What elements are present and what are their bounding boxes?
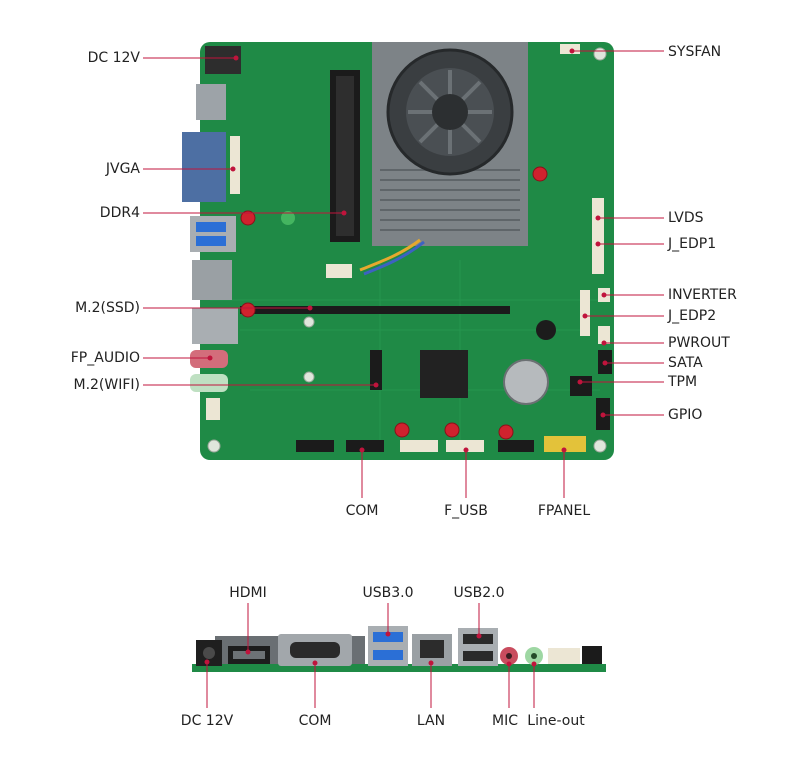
fusb-header-2 <box>446 440 484 452</box>
board-io-view <box>192 626 606 672</box>
label-tpm: TPM <box>667 374 697 390</box>
vga-header <box>230 136 240 194</box>
label-fp-audio: FP_AUDIO <box>71 350 140 366</box>
usb2-port <box>192 308 238 344</box>
io-pcb-edge <box>192 664 606 672</box>
sysfan-header <box>560 44 580 54</box>
lvds-header <box>592 198 604 274</box>
label-io-lan: LAN <box>417 713 445 729</box>
usb3-port <box>190 216 236 252</box>
label-sysfan: SYSFAN <box>668 44 721 60</box>
audio-jack-out <box>190 374 228 392</box>
board-top-view <box>182 42 614 460</box>
label-pwrout: PWROUT <box>668 335 730 351</box>
label-gpio: GPIO <box>668 407 702 423</box>
label-io-mic: MIC <box>492 713 518 729</box>
label-usb30: USB3.0 <box>362 585 413 601</box>
right-callouts: SYSFAN LVDS J_EDP1 INVERTER J_EDP2 PWROU… <box>569 44 737 423</box>
label-j-edp1: J_EDP1 <box>667 236 716 252</box>
label-fpanel: FPANEL <box>538 503 590 519</box>
small-header-left <box>206 398 220 420</box>
fpanel-header <box>544 436 586 452</box>
io-bottom-callouts: DC 12V COM LAN MIC Line-out <box>181 659 585 729</box>
label-dc12v: DC 12V <box>88 50 141 66</box>
label-com-header: COM <box>346 503 379 519</box>
label-ddr4: DDR4 <box>100 205 140 221</box>
label-inverter: INVERTER <box>668 287 737 303</box>
label-j-edp2: J_EDP2 <box>667 308 716 324</box>
edp2-header <box>580 290 590 336</box>
com-header-1 <box>296 440 334 452</box>
label-io-lineout: Line-out <box>527 713 585 729</box>
fusb-header-1 <box>400 440 438 452</box>
cmos-battery <box>503 359 549 405</box>
label-jvga: JVGA <box>105 161 141 177</box>
pwrout-header <box>598 326 610 344</box>
m2-ssd-slot <box>240 306 510 314</box>
fusb-header-3 <box>498 440 534 452</box>
bottom-callouts: COM F_USB FPANEL <box>346 447 590 519</box>
com-header-2 <box>346 440 384 452</box>
label-usb20: USB2.0 <box>453 585 504 601</box>
left-callouts: DC 12V JVGA DDR4 M.2(SSD) FP_AUDIO M.2(W… <box>71 50 379 393</box>
label-lvds: LVDS <box>668 210 704 226</box>
label-f-usb: F_USB <box>444 503 488 519</box>
lan-port <box>192 260 232 300</box>
label-m2-wifi: M.2(WIFI) <box>73 377 140 393</box>
vga-port <box>182 132 226 202</box>
tpm-header <box>570 376 592 396</box>
label-io-com: COM <box>299 713 332 729</box>
io-chip <box>420 350 468 398</box>
hdmi-port <box>196 84 226 120</box>
label-io-dc12v: DC 12V <box>181 713 234 729</box>
m2-wifi-slot <box>370 350 382 390</box>
io-top-callouts: HDMI USB3.0 USB2.0 <box>229 585 505 655</box>
label-hdmi: HDMI <box>229 585 267 601</box>
label-m2-ssd: M.2(SSD) <box>75 300 140 316</box>
label-sata: SATA <box>668 355 703 371</box>
